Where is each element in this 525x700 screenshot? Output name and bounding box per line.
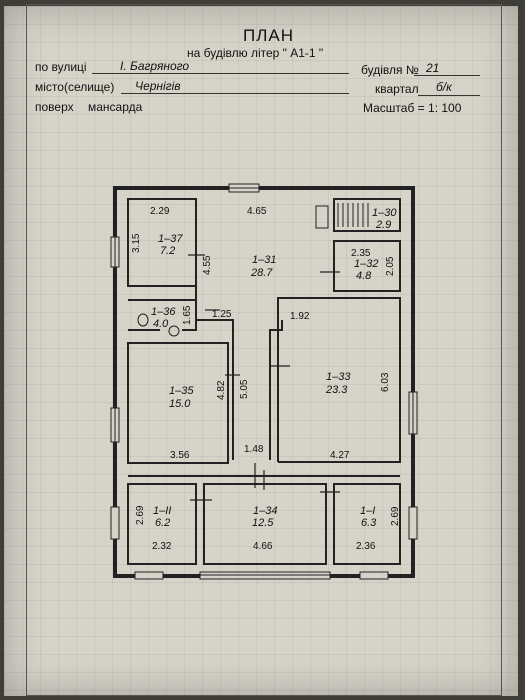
street-label: по вулиці xyxy=(35,60,87,74)
windows xyxy=(110,183,418,580)
r34-width: 4.66 xyxy=(253,541,273,552)
r31-height: 4.55 xyxy=(202,255,213,275)
city-label: місто(селище) xyxy=(35,80,115,94)
r11-height: 2.69 xyxy=(135,505,146,525)
r35-id: 1–35 xyxy=(169,385,194,397)
block-underline xyxy=(418,95,480,96)
door-marks xyxy=(188,254,340,501)
r11-width: 2.32 xyxy=(152,541,172,552)
r33-height: 6.03 xyxy=(380,372,391,392)
hall-width: 1.48 xyxy=(244,444,264,455)
r11-id: 1–ІІ xyxy=(153,505,171,517)
r32-width: 2.35 xyxy=(351,248,371,259)
r1-width: 2.36 xyxy=(356,541,376,552)
r32-id: 1–32 xyxy=(354,258,378,270)
r1-area: 6.3 xyxy=(361,517,377,529)
r33-width: 4.27 xyxy=(330,450,350,461)
page-title: ПЛАН xyxy=(243,26,294,45)
hall-height: 5.05 xyxy=(239,379,250,399)
r30-area: 2.9 xyxy=(375,219,391,231)
sheet-frame xyxy=(26,4,502,696)
corridor-width-2: 1.92 xyxy=(290,311,310,322)
scale-label: Масштаб = 1: 100 xyxy=(363,101,462,115)
street-underline xyxy=(92,73,349,74)
city-value: Чернігів xyxy=(135,79,181,93)
building-value: 21 xyxy=(426,61,440,75)
r35-area: 15.0 xyxy=(169,398,191,410)
corridor-width-1: 1.25 xyxy=(212,309,232,320)
r32-area: 4.8 xyxy=(356,270,372,282)
r30-id: 1–30 xyxy=(372,207,397,219)
r36-area: 4.0 xyxy=(153,318,169,330)
r1-id: 1–І xyxy=(360,505,375,517)
r34-id: 1–34 xyxy=(253,505,277,517)
r33-area: 23.3 xyxy=(325,384,348,396)
floor-label: поверх xyxy=(35,100,74,114)
r11-area: 6.2 xyxy=(155,517,170,529)
r31-width: 4.65 xyxy=(247,206,267,217)
r1-height: 2.69 xyxy=(390,506,401,526)
fixtures xyxy=(137,313,180,337)
r36-height: 1.65 xyxy=(182,305,193,325)
stair-treads xyxy=(315,203,369,229)
building-label: будівля № xyxy=(361,63,419,77)
r33-id: 1–33 xyxy=(326,371,351,383)
street-value: І. Багряного xyxy=(120,59,190,73)
r35-height: 4.82 xyxy=(216,380,227,400)
page-subtitle: на будівлю літер " А1-1 " xyxy=(187,46,324,60)
building-underline xyxy=(414,75,480,76)
r32-height: 2.05 xyxy=(385,256,396,276)
block-value: б/к xyxy=(436,80,452,94)
r31-id: 1–31 xyxy=(252,254,276,266)
document-sheet xyxy=(4,4,518,696)
r34-area: 12.5 xyxy=(252,517,274,529)
block-label: квартал xyxy=(375,82,419,96)
r37-id: 1–37 xyxy=(158,233,183,245)
r31-area: 28.7 xyxy=(250,267,273,279)
floor-value: мансарда xyxy=(88,100,143,114)
r37-area: 7.2 xyxy=(160,245,175,257)
r35-width: 3.56 xyxy=(170,450,190,461)
r37-height: 3.15 xyxy=(131,233,142,253)
city-underline xyxy=(121,93,349,94)
r37-width: 2.29 xyxy=(150,206,170,217)
r36-id: 1–36 xyxy=(151,306,176,318)
